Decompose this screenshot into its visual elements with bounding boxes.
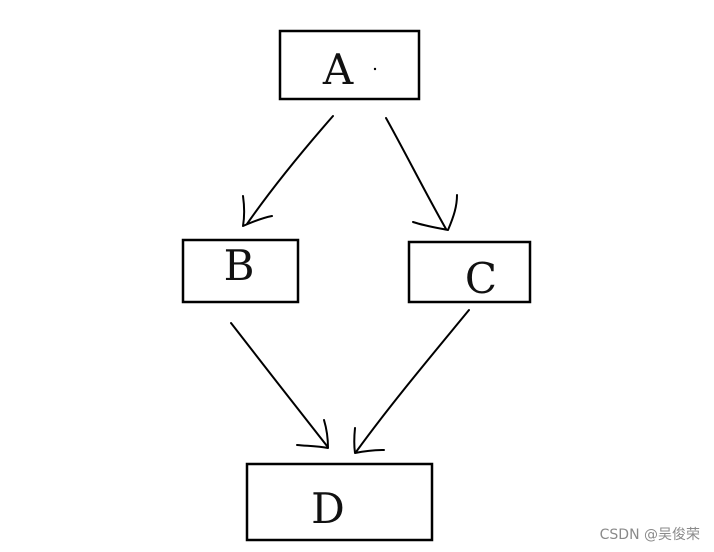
watermark-text: CSDN @吴俊荣 — [599, 527, 700, 543]
edge-b-to-d-line — [230, 322, 328, 447]
edge-c-to-d-line — [355, 309, 470, 453]
node-d-label: D — [311, 484, 345, 533]
node-a-dot — [373, 67, 377, 71]
edge-a-to-b-line — [246, 115, 334, 225]
node-c-box — [407, 240, 532, 304]
node-a: A — [278, 29, 421, 101]
edge-b-to-d — [230, 322, 329, 449]
node-c-label: C — [465, 254, 497, 303]
edge-c-to-d-arrowhead — [353, 427, 385, 454]
node-d: D — [245, 462, 434, 542]
edge-b-to-d-arrowhead — [296, 419, 329, 449]
edge-a-to-b-arrowhead — [242, 195, 273, 227]
edge-a-to-c-arrowhead — [412, 194, 458, 231]
node-b-box — [181, 238, 300, 304]
node-a-box — [278, 29, 421, 101]
node-b-label: B — [224, 241, 255, 290]
edge-a-to-b — [242, 115, 334, 227]
node-a-label: A — [322, 45, 354, 94]
edge-c-to-d — [353, 309, 470, 454]
edge-a-to-c-line — [385, 117, 447, 230]
edge-a-to-c — [385, 117, 458, 231]
node-d-box — [245, 462, 434, 542]
node-b: B — [181, 238, 300, 304]
node-c: C — [407, 240, 532, 304]
